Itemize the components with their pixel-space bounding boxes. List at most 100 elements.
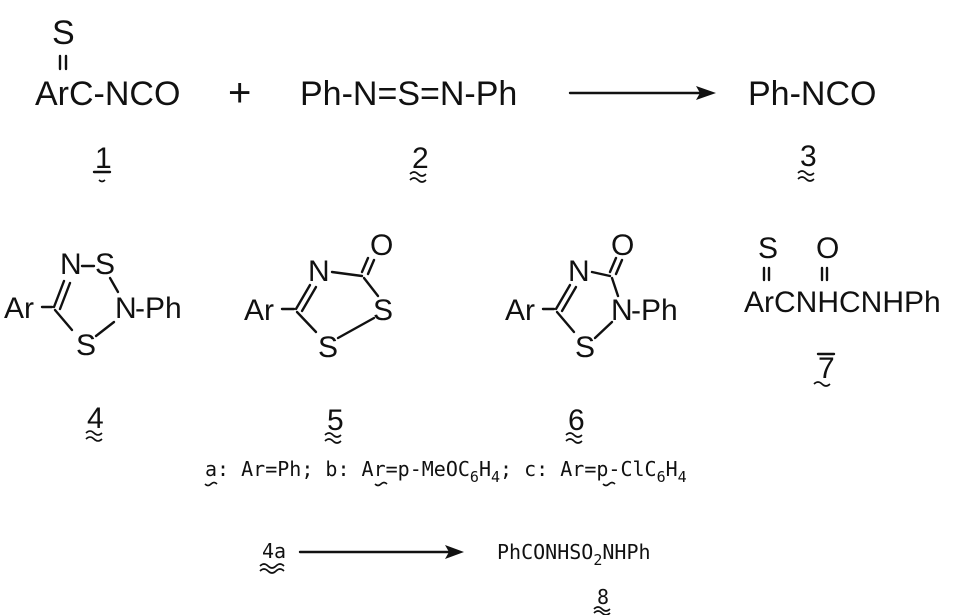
reaction-2-reactant-wave [259,563,285,569]
compound-6-double-bond-c-n [560,285,578,313]
compound-4-sulfur-atom-bottom: S [76,329,96,362]
compound-1-label: 1 [95,142,112,175]
compound-5-bond-n-c [330,270,364,278]
compound-4-nitrogen-atom-right: N [115,292,137,325]
compound-5-double-bond-c-o [360,256,370,274]
compound-4-double-bond-c-n [52,279,66,309]
variant-c-key: c [524,457,536,481]
compound-4-label-wave [85,430,103,436]
compound-6-bond-n-c [590,270,612,278]
compound-5-bond-c-s [295,310,318,334]
variant-a-key: a [205,457,217,481]
variant-c-underline [602,481,616,487]
variant-b-separator: ; [500,457,524,481]
compound-7-formula: ArCNHCNHPh [744,286,941,319]
compound-4-bond-c-s [53,308,74,332]
compound-6-double-bond-c-o [614,258,624,276]
reaction-2-reactant: 4a [262,539,286,563]
compound-3-label-wave [797,170,815,176]
reaction-2-reactant-wave [259,568,285,574]
variant-b-subscript: 6 [470,468,479,486]
compound-4-phenyl-substituent: -Ph [135,292,182,325]
compound-8-label-wave [593,606,611,612]
reaction-2-arrow [298,545,464,559]
compound-5-bond-s-s [336,316,376,340]
compound-2-label: 2 [412,142,429,175]
reaction-1-arrow-head [696,86,716,100]
compound-7: S O ArCNHCNHPh 7 [744,232,941,387]
compound-6-bond-s-n [593,320,614,340]
compound-6-nitrogen-atom: N [568,255,590,288]
compound-6-label: 6 [568,404,585,437]
reaction-2-arrow-head [445,545,464,559]
compound-6: O N N -Ph Ar S 6 [505,229,678,444]
compound-4-label: 4 [87,402,104,435]
compound-8-label: 8 [597,585,609,609]
compound-3-label: 3 [800,140,817,173]
compound-7-label: 7 [818,352,835,385]
variant-c-hydrogen: H [666,457,678,481]
reaction-1-arrow [568,86,716,100]
compound-6-aryl-group: Ar [505,294,535,327]
compound-3: Ph-NCO 3 [748,75,876,182]
compound-2-label-wave [409,171,427,177]
compound-2-formula: Ph-N=S=N-Ph [300,75,517,113]
compound-6-sulfur-atom-bottom: S [575,331,595,364]
compound-4-sulfur-atom-top: S [95,248,115,281]
compound-7-oxygen-atom: O [816,232,839,265]
variant-b-key: b [325,457,337,481]
compound-6-double-bond-c-o [608,256,618,274]
compound-7-label-wave [813,381,831,387]
compound-3-formula: Ph-NCO [748,75,876,113]
compound-5-nitrogen-atom: N [308,255,330,288]
variant-c-subscript: 4 [678,468,687,486]
compound-1-sulfur-atom: S [52,14,75,52]
compound-5-label-wave [324,432,342,438]
compound-5: O N S Ar S 5 [244,229,393,444]
variant-b-hydrogen: H [479,457,491,481]
variant-b-underline [374,481,388,487]
compound-6-bond-c-s [555,310,576,334]
compound-5-sulfur-atom-bottom: S [318,331,338,364]
compound-8-formula-part: PhCONHSO [497,540,593,564]
compound-2-label-wave [409,177,427,183]
compound-4-double-bond-c-n [58,281,72,311]
compound-2: Ph-N=S=N-Ph 2 [300,75,517,183]
compound-4-bond-s-n-ring [94,320,116,338]
variant-c-subscript: 6 [657,468,666,486]
compound-6-label-wave [565,432,583,438]
compound-8-label-wave [593,610,611,615]
compound-6-bond-c-n [610,276,620,298]
compound-1-formula: ArC-NCO [35,75,180,113]
compound-5-label-wave [324,438,342,444]
compound-5-oxygen-atom: O [370,229,393,262]
compound-5-sulfur-atom-right: S [373,294,393,327]
variant-a-underline [204,481,218,487]
compound-4-bond-s-n [108,276,120,294]
compound-8-formula-part: NHPh [602,540,650,564]
compound-1-label-tilde [98,179,106,183]
compound-4-label-wave [85,436,103,442]
variant-b-text: : Ar=p-MeOC [337,457,469,481]
compound-3-label-wave [797,176,815,182]
compound-8-subscript: 2 [593,551,602,569]
compound-5-label: 5 [327,404,344,437]
compound-6-double-bond-c-n [554,283,572,311]
compound-4: N S N -Ph Ar S 4 [4,248,182,442]
variant-b-subscript: 4 [491,468,500,486]
compound-8-formula: PhCONHSO2NHPh [497,540,651,569]
compound-5-bond-c-s [362,276,380,298]
compound-6-phenyl-substituent: -Ph [631,294,678,327]
variant-a-text: : Ar=Ph; [217,457,325,481]
variant-legend: a: Ar=Ph; b: Ar=p-MeOC6H4; c: Ar=p-ClC6H… [205,457,687,486]
compound-4-nitrogen-atom: N [60,248,82,281]
plus-sign: + [228,71,251,115]
compound-4-aryl-group: Ar [4,292,34,325]
compound-6-label-wave [565,438,583,444]
compound-7-sulfur-atom: S [758,232,778,265]
compound-5-double-bond-c-o [366,258,376,276]
variant-c-text: : Ar=p-ClC [536,457,656,481]
compound-6-nitrogen-atom-right: N [611,294,633,327]
compound-5-double-bond-c-n [300,285,318,313]
